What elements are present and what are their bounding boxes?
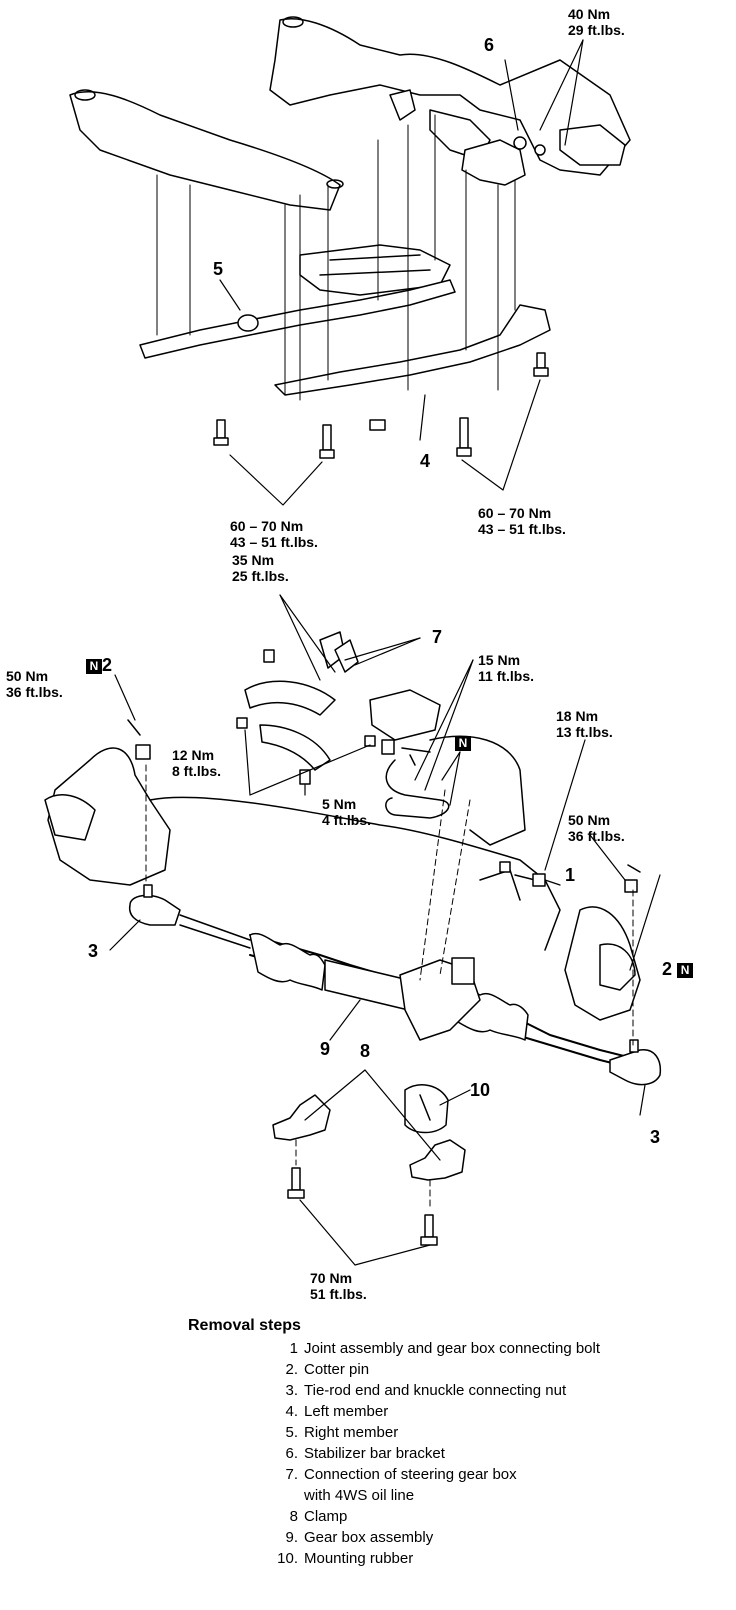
torque-label-50nm-left: 50 Nm 36 ft.lbs. [6, 668, 63, 700]
torque-label-40nm: 40 Nm 29 ft.lbs. [568, 6, 625, 38]
oil-line-hose [385, 747, 450, 819]
oil-line-connection [236, 631, 441, 785]
callout-1: 1 [565, 865, 576, 885]
new-part-marker-oil-line: N [455, 733, 471, 751]
left-member [274, 304, 551, 396]
right-castle-nut [624, 864, 641, 893]
bolt [319, 424, 335, 459]
alignment-lines-upper [156, 114, 516, 401]
removal-step: 2.Cotter pin [285, 1361, 370, 1378]
clamp-left [272, 1094, 331, 1141]
removal-steps-title: Removal steps [188, 1317, 301, 1334]
removal-step: 9.Gear box assembly [285, 1529, 434, 1546]
removal-step: 6.Stabilizer bar bracket [285, 1445, 445, 1462]
callout-8: 8 [360, 1041, 371, 1061]
removal-step: 3.Tie-rod end and knuckle connecting nut [285, 1382, 567, 1399]
left-boot [249, 933, 326, 991]
removal-step: 10.Mounting rubber [277, 1550, 414, 1567]
leader-lines-upper [219, 39, 584, 506]
torque-label-70nm: 70 Nm 51 ft.lbs. [310, 1270, 367, 1302]
clamp-bolts [287, 1167, 438, 1246]
member-bolts [213, 352, 549, 459]
dashed-center-lines [145, 764, 634, 1211]
callout-5: 5 [213, 259, 224, 279]
left-tie-rod-end [128, 884, 181, 926]
stabilizer-bar-bracket [461, 124, 626, 186]
new-part-marker: N [86, 658, 102, 674]
bolt [369, 419, 386, 431]
torque-label-60-70nm-right: 60 – 70 Nm 43 – 51 ft.lbs. [478, 505, 566, 537]
bolt [456, 417, 472, 457]
callout-2-right: 2 N [662, 960, 694, 978]
body-floor-panel [69, 16, 631, 211]
torque-label-35nm: 35 Nm 25 ft.lbs. [232, 552, 289, 584]
right-knuckle [564, 906, 641, 1021]
callout-7: 7 [432, 627, 443, 647]
removal-step: 5.Right member [285, 1424, 399, 1441]
torque-label-60-70nm-left: 60 – 70 Nm 43 – 51 ft.lbs. [230, 518, 318, 550]
clamp-right [409, 1139, 466, 1181]
bolt [213, 419, 229, 446]
joint-connecting-bolt [499, 861, 546, 887]
left-knuckle [44, 747, 171, 886]
callout-4: 4 [420, 451, 431, 471]
leader-lines-lower [109, 594, 661, 1266]
callout-6: 6 [484, 35, 495, 55]
removal-step: 4.Left member [285, 1403, 389, 1420]
new-part-marker: N [677, 962, 694, 978]
removal-step: 7.Connection of steering gear box with 4… [285, 1466, 517, 1504]
mounting-rubber [404, 1084, 449, 1134]
right-member [139, 279, 456, 359]
callout-9: 9 [320, 1039, 331, 1059]
right-tie-rod-end [609, 1039, 662, 1086]
left-castle-nut [127, 719, 151, 760]
torque-label-15nm: 15 Nm 11 ft.lbs. [478, 652, 535, 684]
callout-10: 10 [470, 1080, 491, 1100]
bolt [533, 352, 549, 377]
torque-label-12nm: 12 Nm 8 ft.lbs. [172, 747, 222, 779]
callout-3-right: 3 [650, 1127, 661, 1147]
new-part-marker: N [455, 735, 471, 751]
torque-label-5nm: 5 Nm 4 ft.lbs. [322, 796, 372, 828]
torque-label-18nm: 18 Nm 13 ft.lbs. [556, 708, 613, 740]
torque-label-50nm-right: 50 Nm 36 ft.lbs. [568, 812, 625, 844]
callout-3-left: 3 [88, 941, 99, 961]
